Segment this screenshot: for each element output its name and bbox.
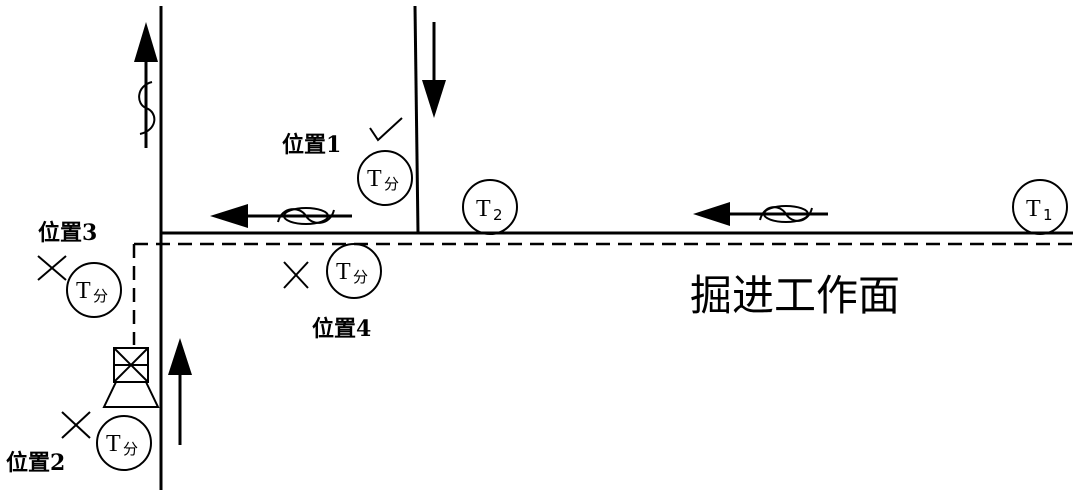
airflow-down-arrow xyxy=(422,22,446,118)
svg-text:分: 分 xyxy=(384,175,399,193)
svg-text:T: T xyxy=(76,278,91,304)
label-position-2: 位置2 xyxy=(6,450,65,476)
svg-text:1: 1 xyxy=(1043,206,1053,224)
sensor-t-fen-pos1: T 分 xyxy=(357,150,413,206)
svg-text:分: 分 xyxy=(353,268,368,286)
label-working-face: 掘进工作面 xyxy=(690,271,900,320)
label-position-1: 位置1 xyxy=(282,132,341,158)
cross-mark-icon-pos3 xyxy=(37,255,67,281)
label-position-4: 位置4 xyxy=(312,316,371,342)
airflow-up-arrow-bottom xyxy=(168,338,192,445)
sensor-t-fen-pos2: T 分 xyxy=(96,415,152,471)
airflow-left-arrow-1 xyxy=(210,204,352,228)
cross-mark-icon-pos2 xyxy=(61,411,91,439)
svg-text:分: 分 xyxy=(93,287,108,305)
svg-text:T: T xyxy=(336,259,351,285)
fan-icon xyxy=(102,347,160,408)
svg-text:T: T xyxy=(476,196,491,222)
svg-text:2: 2 xyxy=(493,206,503,224)
svg-text:分: 分 xyxy=(123,440,138,458)
label-position-3: 位置3 xyxy=(38,220,97,246)
sensor-t2: T 2 xyxy=(462,179,518,235)
check-mark-icon xyxy=(369,117,403,142)
sensor-t-fen-pos3: T 分 xyxy=(66,262,122,318)
svg-text:T: T xyxy=(106,431,121,457)
svg-text:T: T xyxy=(367,166,382,192)
airflow-left-arrow-2 xyxy=(693,202,828,226)
airflow-up-arrow xyxy=(134,22,158,148)
svg-text:T: T xyxy=(1026,196,1041,222)
sensor-t1: T 1 xyxy=(1012,179,1068,235)
cross-mark-icon-pos4 xyxy=(283,261,309,289)
air-duct-line xyxy=(413,5,420,234)
sensor-t-fen-pos4: T 分 xyxy=(326,243,382,299)
